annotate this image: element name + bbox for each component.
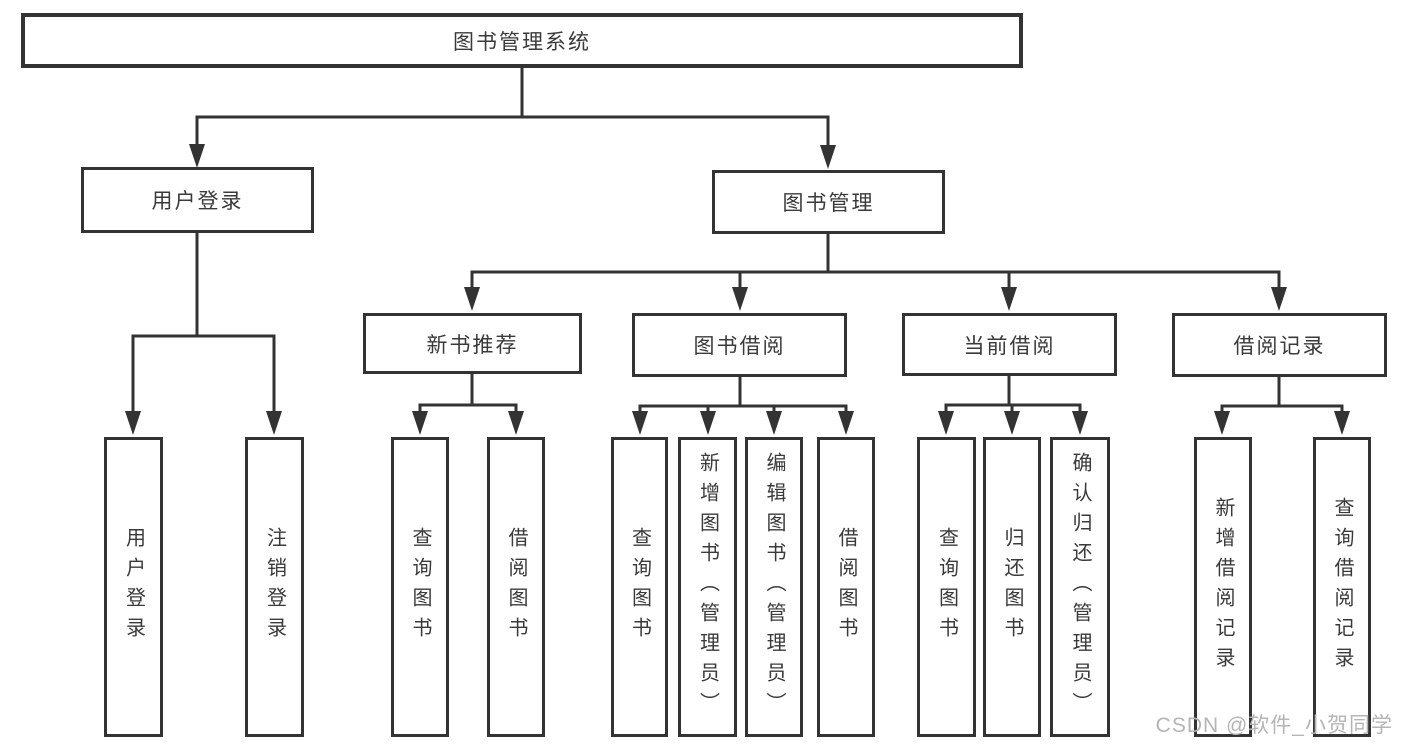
- leaf-confirm-return-admin: 确认归还（管理员）: [1050, 437, 1110, 737]
- connector-current-borrow-to-children: [944, 376, 1082, 413]
- connector-borrow-records-to-children: [1220, 377, 1344, 413]
- leaf-edit-book-admin: 编辑图书（管理员）: [745, 437, 803, 737]
- leaf-add-borrow-record-label: 新增借阅记录: [1212, 497, 1234, 677]
- leaf-recommend-borrow-books: 借阅图书: [487, 437, 545, 737]
- arrowhead: [820, 145, 836, 169]
- node-book-borrow: 图书借阅: [632, 313, 847, 377]
- leaf-user-login-label: 用户登录: [122, 527, 145, 647]
- leaf-recommend-query-books: 查询图书: [391, 437, 449, 737]
- leaf-recommend-query-books-label: 查询图书: [409, 527, 431, 647]
- arrowhead: [1004, 411, 1020, 435]
- node-book-management-label: 图书管理: [782, 192, 875, 215]
- node-book-borrow-label: 图书借阅: [693, 335, 786, 358]
- node-library-system-label: 图书管理系统: [453, 30, 591, 54]
- node-borrow-records: 借阅记录: [1172, 313, 1387, 377]
- leaf-current-query-books-label: 查询图书: [935, 527, 958, 647]
- leaf-edit-book-admin-label: 编辑图书（管理员）: [763, 452, 785, 722]
- connector-book-management-to-level3: [470, 234, 1281, 289]
- arrowhead: [700, 411, 716, 435]
- watermark: CSDN @软件_小贺同学: [1155, 714, 1393, 737]
- arrowhead: [1271, 287, 1287, 311]
- connector-book-borrow-to-children: [638, 377, 848, 413]
- arrowhead: [508, 411, 524, 435]
- arrowhead: [732, 287, 748, 311]
- node-new-book-recommend-label: 新书推荐: [426, 333, 519, 357]
- arrowhead: [838, 411, 854, 435]
- leaf-add-borrow-record: 新增借阅记录: [1194, 437, 1252, 737]
- leaf-return-books: 归还图书: [983, 437, 1041, 737]
- leaf-user-login: 用户登录: [104, 437, 163, 737]
- leaf-add-book-admin-label: 新增图书（管理员）: [696, 452, 719, 722]
- leaf-recommend-borrow-books-label: 借阅图书: [505, 527, 527, 647]
- arrowhead: [1072, 411, 1088, 435]
- arrowhead: [1334, 411, 1350, 435]
- leaf-query-borrow-record: 查询借阅记录: [1313, 437, 1371, 737]
- arrowhead: [189, 144, 205, 168]
- leaf-borrow-query-books: 查询图书: [611, 437, 668, 737]
- arrowhead: [412, 411, 428, 435]
- node-book-management: 图书管理: [712, 170, 945, 234]
- leaf-query-borrow-record-label: 查询借阅记录: [1331, 497, 1353, 677]
- connector-user-login-to-children: [131, 233, 276, 413]
- node-user-login: 用户登录: [81, 167, 314, 233]
- leaf-confirm-return-admin-label: 确认归还（管理员）: [1069, 452, 1091, 722]
- node-current-borrow-label: 当前借阅: [963, 334, 1056, 358]
- node-library-system: 图书管理系统: [21, 13, 1023, 68]
- leaf-borrow-borrow-books: 借阅图书: [817, 437, 875, 737]
- node-user-login-label: 用户登录: [151, 190, 244, 213]
- arrowhead: [938, 411, 954, 435]
- arrowhead: [266, 411, 282, 435]
- leaf-current-query-books: 查询图书: [917, 437, 976, 737]
- arrowhead: [1214, 411, 1230, 435]
- leaf-add-book-admin: 新增图书（管理员）: [678, 437, 737, 737]
- node-borrow-records-label: 借阅记录: [1233, 335, 1326, 358]
- arrowhead: [632, 411, 648, 435]
- leaf-logout: 注销登录: [245, 437, 304, 737]
- leaf-borrow-borrow-books-label: 借阅图书: [835, 527, 857, 647]
- arrowhead: [464, 287, 480, 311]
- leaf-return-books-label: 归还图书: [1001, 527, 1023, 647]
- leaf-borrow-query-books-label: 查询图书: [628, 527, 651, 647]
- connector-root-to-level2: [195, 68, 830, 146]
- node-new-book-recommend: 新书推荐: [363, 313, 582, 374]
- leaf-logout-label: 注销登录: [263, 527, 286, 647]
- arrowhead: [1001, 287, 1017, 311]
- connector-new-book-to-children: [418, 374, 518, 413]
- arrowhead: [125, 411, 141, 435]
- node-current-borrow: 当前借阅: [902, 313, 1117, 376]
- arrowhead: [766, 411, 782, 435]
